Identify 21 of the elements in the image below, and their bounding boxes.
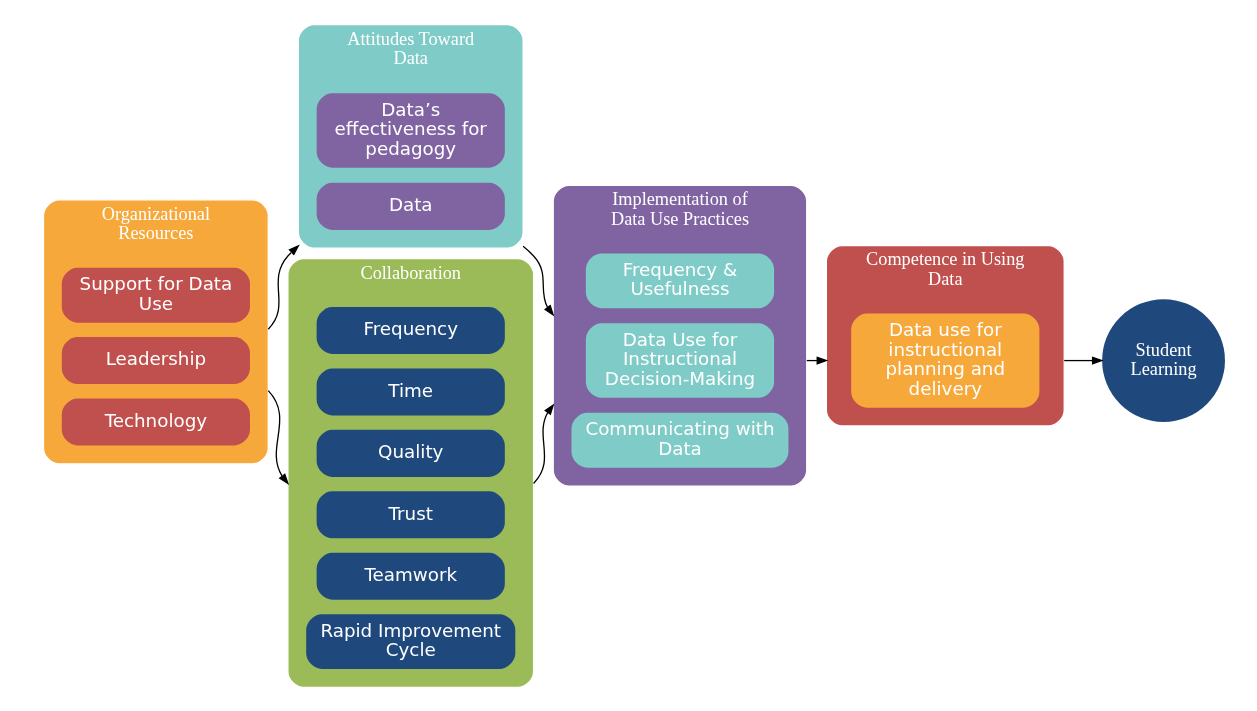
- arrow: [532, 402, 554, 484]
- arrow: [267, 244, 300, 330]
- node-box: Support for Data Use: [61, 267, 250, 323]
- arrow: [522, 245, 554, 316]
- node-box: Teamwork: [316, 552, 505, 600]
- node-circle: Student Learning: [1101, 298, 1225, 422]
- node-box: Frequency: [316, 306, 505, 354]
- arrow: [267, 389, 289, 485]
- node-box: Leadership: [61, 336, 250, 384]
- node-box: Data: [316, 182, 505, 230]
- node-box: Data’s effectiveness for pedagogy: [316, 92, 505, 168]
- node-box: Technology: [61, 398, 250, 446]
- node-box: Rapid Improvement Cycle: [305, 613, 515, 669]
- node-box: Time: [316, 367, 505, 415]
- node-box: Frequency & Usefulness: [585, 252, 774, 308]
- node-box: Data use for instructional planning and delivery: [850, 313, 1039, 408]
- node-box: Quality: [316, 429, 505, 477]
- node-box: Trust: [316, 490, 505, 538]
- node-box: Communicating with Data: [571, 412, 788, 468]
- arrow: [1063, 355, 1104, 365]
- node-box: Data Use for Instructional Decision-Making: [585, 322, 774, 398]
